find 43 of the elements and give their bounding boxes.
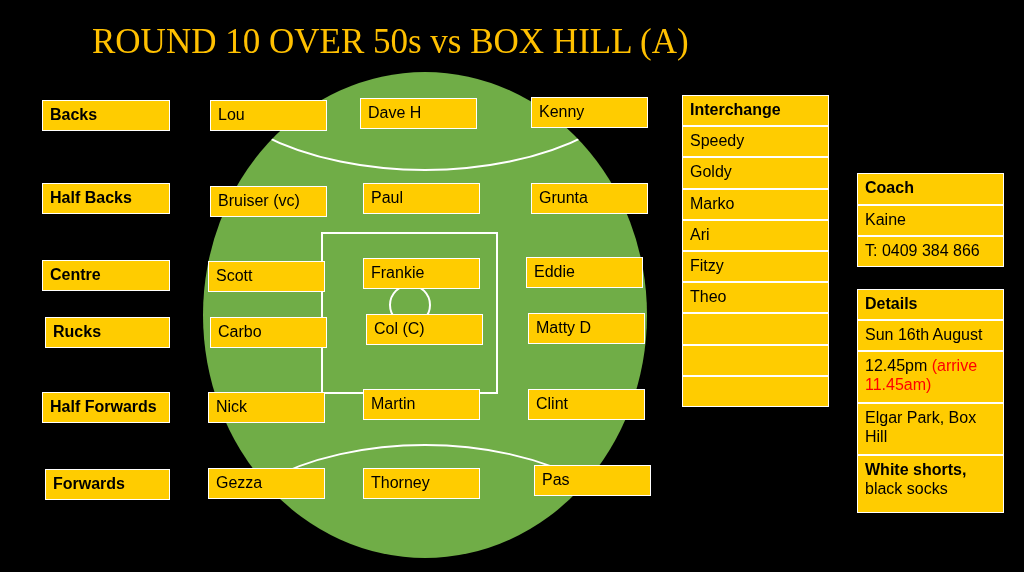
position-label: Half Backs xyxy=(42,183,170,214)
position-label: Rucks xyxy=(45,317,170,348)
player-name-box: Kenny xyxy=(531,97,648,128)
interchange-player-box: Fitzy xyxy=(682,251,829,283)
position-label: Centre xyxy=(42,260,170,291)
player-name-box: Paul xyxy=(363,183,480,214)
player-name-box: Gezza xyxy=(208,468,325,499)
empty-slot-box xyxy=(682,344,829,376)
panel-heading: Details xyxy=(857,289,1004,320)
info-box: Elgar Park, Box Hill xyxy=(857,403,1004,455)
player-name-box: Nick xyxy=(208,392,325,423)
player-name-box: Eddie xyxy=(526,257,643,288)
player-name-box: Scott xyxy=(208,261,325,292)
interchange-player-box: Marko xyxy=(682,188,829,220)
panel-heading: Interchange xyxy=(682,95,829,127)
player-name-box: Pas xyxy=(534,465,651,496)
position-label: Forwards xyxy=(45,469,170,500)
info-box: Sun 16th August xyxy=(857,320,1004,351)
player-name-box: Matty D xyxy=(528,313,645,344)
player-name-box: Col (C) xyxy=(366,314,483,345)
player-name-box: Lou xyxy=(210,100,327,131)
player-name-box: Thorney xyxy=(363,468,480,499)
player-name-box: Grunta xyxy=(531,183,648,214)
interchange-player-box: Speedy xyxy=(682,126,829,158)
info-box: Kaine xyxy=(857,205,1004,236)
title: ROUND 10 OVER 50s vs BOX HILL (A) xyxy=(92,22,689,62)
player-name-box: Bruiser (vc) xyxy=(210,186,327,217)
player-name-box: Frankie xyxy=(363,258,480,289)
interchange-player-box: Goldy xyxy=(682,157,829,189)
info-box: 12.45pm (arrive 11.45am) xyxy=(857,351,1004,403)
player-name-box: Dave H xyxy=(360,98,477,129)
position-label: Backs xyxy=(42,100,170,131)
player-name-box: Martin xyxy=(363,389,480,420)
panel-heading: Coach xyxy=(857,173,1004,205)
player-name-box: Clint xyxy=(528,389,645,420)
interchange-player-box: Theo xyxy=(682,282,829,314)
info-box: T: 0409 384 866 xyxy=(857,236,1004,267)
empty-slot-box xyxy=(682,375,829,407)
position-label: Half Forwards xyxy=(42,392,170,423)
info-box: White shorts, black socks xyxy=(857,455,1004,513)
interchange-player-box: Ari xyxy=(682,219,829,251)
player-name-box: Carbo xyxy=(210,317,327,348)
empty-slot-box xyxy=(682,313,829,345)
